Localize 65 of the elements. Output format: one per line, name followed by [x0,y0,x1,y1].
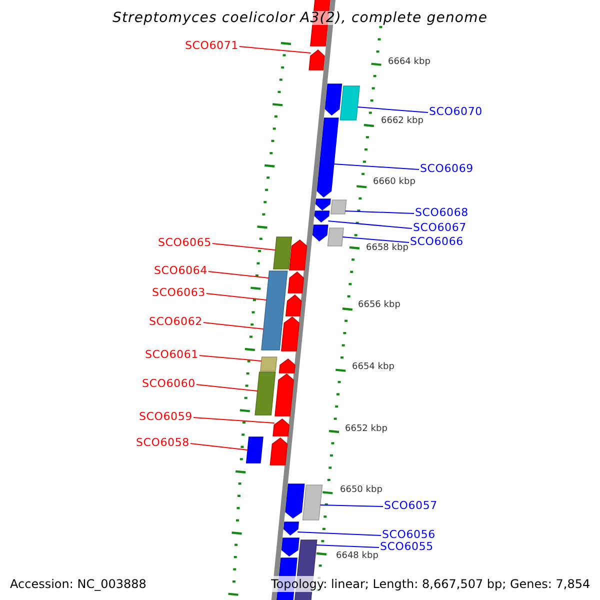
gene-block [273,236,292,270]
gene-label: SCO6071 [185,40,238,51]
leader-line [356,106,428,113]
leader-line [344,210,414,214]
leader-line [316,544,380,548]
scale-label: 6652 kbp [345,425,388,434]
gene-label: SCO6067 [413,222,466,233]
gene-block [327,228,344,246]
scale-label: 6658 kbp [366,244,408,253]
info-text: Topology: linear; Length: 8,667,507 bp; Genes: 7,854 [271,576,590,592]
gene-marker [288,239,308,270]
gene-label: SCO6056 [382,529,436,540]
leader-line [320,504,384,507]
leader-line [238,46,312,54]
gene-marker [314,210,330,223]
scale-label: 6660 kbp [373,178,416,187]
info-text: Accession: NC_003888 [10,576,146,592]
gene-label: SCO6060 [142,378,196,389]
leader-line [297,532,382,536]
gene-label: SCO6069 [420,163,474,174]
leader-line [202,322,264,330]
gene-block [246,436,264,464]
leader-line [342,236,410,243]
gene-marker [281,538,300,556]
gene-label: SCO6070 [429,106,482,117]
scale-label: 6664 kbp [388,58,430,67]
gene-label: SCO6064 [154,265,208,276]
leader-line [190,443,248,450]
gene-marker [280,316,300,352]
leader-line [333,164,420,170]
gene-label: SCO6065 [158,237,212,248]
gene-marker [283,522,300,536]
leader-line [198,355,262,362]
gene-label: SCO6066 [410,236,464,247]
gene-label: SCO6062 [149,316,202,327]
leader-line [206,293,267,300]
gene-marker [324,84,342,116]
gene-label: SCO6058 [136,437,190,448]
leader-line [212,243,276,250]
scale-label: 6662 kbp [381,117,424,126]
gene-label: SCO6059 [139,411,192,422]
gene-block [302,484,323,520]
gene-label: SCO6068 [415,207,468,218]
scale-label: 6648 kbp [336,552,378,561]
gene-label: SCO6057 [384,500,438,511]
gene-block [340,86,360,120]
gene-marker [285,294,302,316]
gene-marker [272,418,290,436]
gene-marker [270,437,288,466]
gene-marker [312,224,328,242]
gene-block [261,270,288,350]
scale-label: 6656 kbp [358,301,400,310]
gene-block [254,372,276,416]
gene-marker [285,484,305,518]
gene-label: SCO6061 [145,349,198,360]
scale-label: 6650 kbp [340,486,382,495]
leader-line [208,271,270,278]
leader-line [192,417,275,424]
gene-block [330,200,347,214]
gene-marker [308,49,325,70]
gene-label: SCO6055 [380,541,434,552]
scale-label: 6654 kbp [352,363,394,372]
gene-label: SCO6063 [152,287,206,298]
leader-line [196,384,258,392]
leader-line [328,220,412,229]
